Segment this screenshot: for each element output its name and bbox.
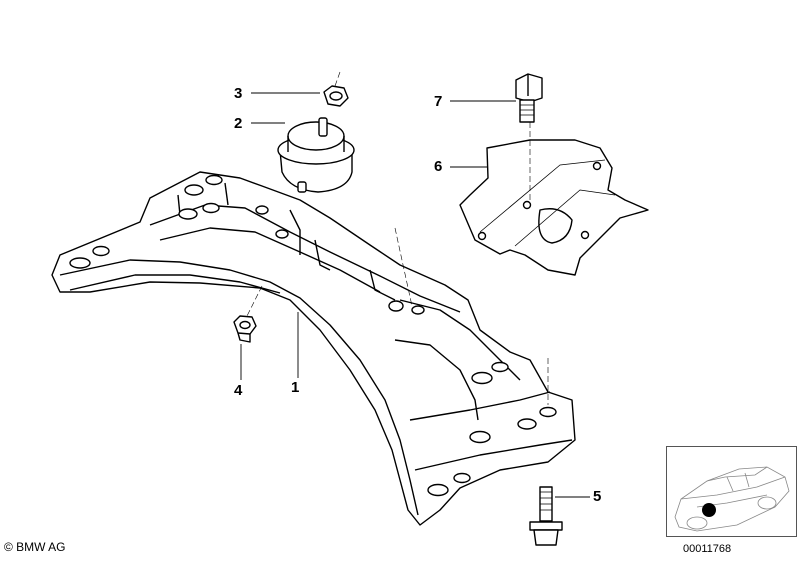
callout-5: 5 <box>593 488 602 505</box>
callout-4: 4 <box>234 382 243 399</box>
hex-bolt-upper <box>515 73 543 123</box>
transmission-crossmember <box>51 171 576 526</box>
callout-7: 7 <box>434 93 443 110</box>
vehicle-location-inset <box>666 446 797 537</box>
flange-nut <box>233 315 257 343</box>
leader-lines <box>240 92 590 498</box>
image-number: 00011768 <box>683 543 732 555</box>
hex-nut <box>323 85 349 107</box>
car-outline-icon <box>674 466 790 532</box>
callout-6: 6 <box>434 158 443 175</box>
axis-lines <box>245 71 549 405</box>
rubber-mount <box>277 117 355 193</box>
location-marker-icon <box>702 503 716 517</box>
hex-bolt-lower <box>529 486 563 546</box>
callout-1: 1 <box>291 379 300 396</box>
copyright-label: © BMW AG <box>4 540 66 554</box>
callout-2: 2 <box>234 115 243 132</box>
heat-shield-plate <box>459 139 649 276</box>
callout-3: 3 <box>234 85 243 102</box>
